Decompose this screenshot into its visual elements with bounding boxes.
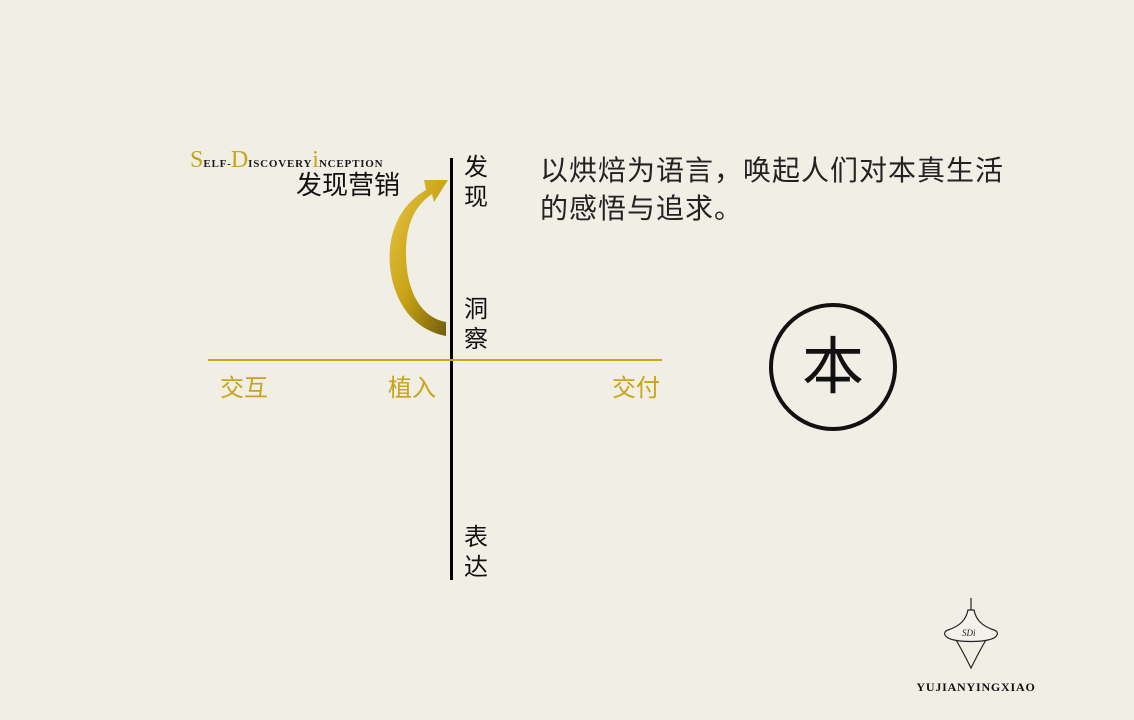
label-deliver: 交付 [612,374,660,402]
horizontal-axis [208,359,662,361]
label-discover-char-2: 现 [464,183,488,211]
brand-word-discovery: iscovery [248,158,313,170]
vertical-axis [450,158,453,580]
logo-caption: YUJIANYINGXIAO [916,680,1036,694]
seal-character: 本 [801,330,864,403]
label-discover: 发 现 [461,152,491,212]
spinning-top-icon: SDi [944,598,998,670]
curved-arrow-icon [389,180,448,336]
brand-word-self: elf [203,158,228,170]
brand-wordmark: Self-Discoveryinception [190,146,383,176]
brand-subtitle: 发现营销 [296,171,401,201]
brand-initial-i: i [312,147,319,173]
brand-dash: - [227,158,231,170]
tagline-line-1: 以烘焙为语言，唤起人们对本真生活 [540,154,1005,187]
label-discover-char-1: 发 [464,153,488,181]
label-insight-char-1: 洞 [464,295,488,323]
label-implant: 植入 [388,374,436,402]
logo-mark: SDi [962,628,976,638]
tagline: 以烘焙为语言，唤起人们对本真生活 的感悟与追求。 [540,152,1080,228]
label-insight: 洞 察 [461,294,491,354]
label-express: 表 达 [461,522,491,582]
label-express-char-2: 达 [464,553,488,581]
label-interact: 交互 [220,374,268,402]
brand-word-inception: nception [318,158,384,170]
brand-initial-d: D [230,147,249,173]
label-express-char-1: 表 [464,523,488,551]
seal-circle: 本 [769,303,897,431]
brand-initial-s: S [190,147,204,173]
tagline-line-2: 的感悟与追求。 [540,192,744,225]
label-insight-char-2: 察 [464,325,488,353]
